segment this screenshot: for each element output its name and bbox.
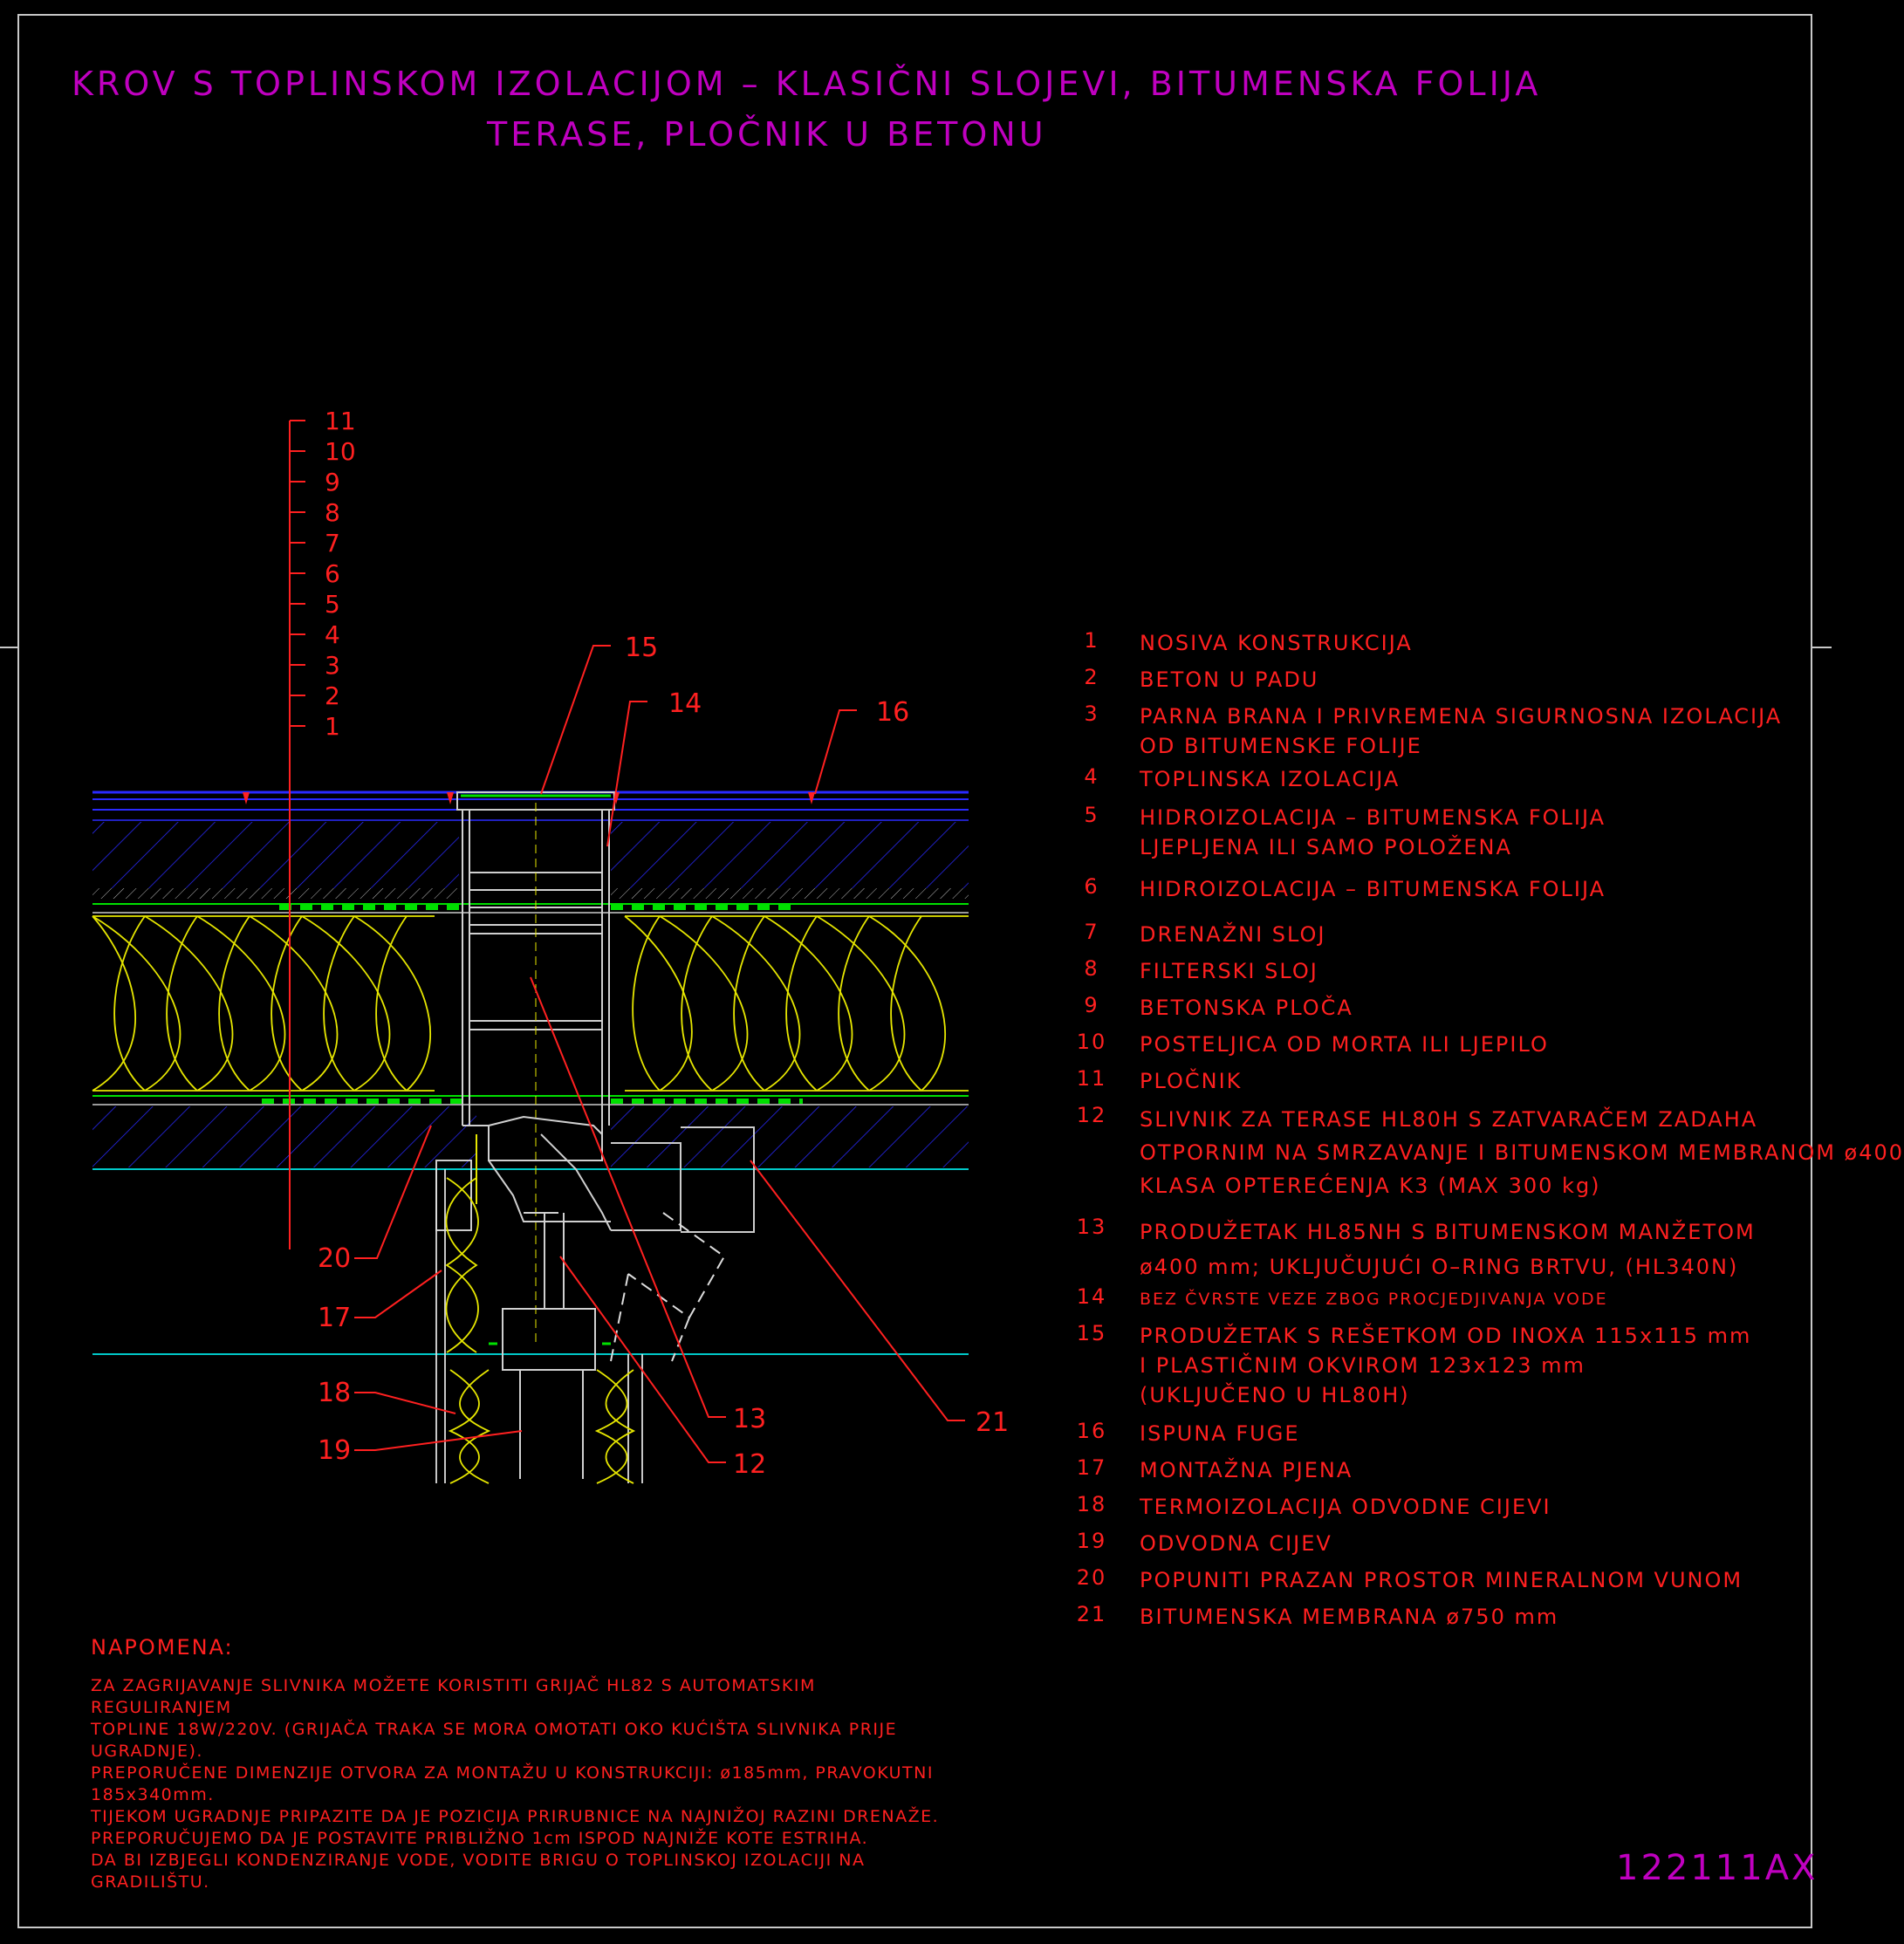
note-line: TOPLINE 18W/220V. (GRIJAČA TRAKA SE MORA…: [91, 1720, 898, 1739]
title-line-2: TERASE, PLOČNIK U BETONU: [487, 115, 1047, 154]
note-line: DA BI IZBJEGLI KONDENZIRANJE VODE, VODIT…: [91, 1851, 866, 1870]
scale-label-7: 7: [325, 529, 340, 558]
drawing-code: 122111AX: [1616, 1848, 1818, 1888]
note-title: NAPOMENA:: [91, 1635, 234, 1660]
callout-16: 16: [876, 697, 909, 728]
scale-label-9: 9: [325, 468, 340, 496]
note-line: 185x340mm.: [91, 1785, 215, 1804]
title-line-1: KROV S TOPLINSKOM IZOLACIJOM – KLASIČNI …: [72, 65, 1542, 103]
callout-15: 15: [625, 633, 658, 663]
callout-17: 17: [318, 1303, 351, 1333]
callout-21: 21: [976, 1407, 1009, 1438]
membrane-layer: [92, 903, 969, 914]
scale-label-1: 1: [325, 712, 340, 741]
note-line: ZA ZAGRIJAVANJE SLIVNIKA MOŽETE KORISTIT…: [91, 1676, 816, 1717]
paving-layer: [92, 791, 969, 899]
note-line: GRADILIŠTU.: [91, 1872, 210, 1892]
section-drawing: 11 10 9 8 7 6 5 4 3 2 1 15 14 16 20 17 1…: [0, 407, 1832, 1484]
callout-18: 18: [318, 1378, 351, 1408]
scale-label-8: 8: [325, 498, 340, 527]
drawing-frame: [17, 14, 1812, 1928]
callout-14: 14: [668, 688, 702, 719]
level-scale: [289, 420, 305, 1249]
callout-13: 13: [733, 1404, 766, 1434]
scale-label-11: 11: [325, 407, 356, 435]
drain-body: [435, 791, 755, 1344]
note-line: TIJEKOM UGRADNJE PRIPAZITE DA JE POZICIJ…: [91, 1807, 940, 1826]
scale-label-5: 5: [325, 590, 340, 619]
vapour-barrier-and-screed: [92, 1095, 969, 1355]
scale-label-3: 3: [325, 651, 340, 680]
side-outlet: [610, 1212, 726, 1362]
thermal-insulation: [92, 915, 969, 1092]
scale-label-10: 10: [325, 437, 356, 466]
callout-12: 12: [733, 1449, 766, 1480]
scale-label-4: 4: [325, 620, 340, 649]
note-text: ZA ZAGRIJAVANJE SLIVNIKA MOŽETE KORISTIT…: [91, 1675, 963, 1893]
callout-labels: 15 14 16 20 17 18 19 13 12 21: [318, 633, 1009, 1480]
callout-20: 20: [318, 1243, 351, 1274]
level-scale-labels: 11 10 9 8 7 6 5 4 3 2 1: [325, 407, 356, 741]
callout-19: 19: [318, 1435, 351, 1466]
leader-lines: [354, 645, 965, 1463]
drain-pipe: [489, 1213, 611, 1479]
note-line: PREPORUČENE DIMENZIJE OTVORA ZA MONTAŽU …: [91, 1763, 934, 1783]
note-line: UGRADNJE).: [91, 1742, 203, 1761]
note-line: PREPORUČUJEMO DA JE POSTAVITE PRIBLIŽNO …: [91, 1829, 869, 1848]
pipe-insulation: [435, 1169, 643, 1484]
scale-label-2: 2: [325, 681, 340, 710]
scale-label-6: 6: [325, 559, 340, 588]
